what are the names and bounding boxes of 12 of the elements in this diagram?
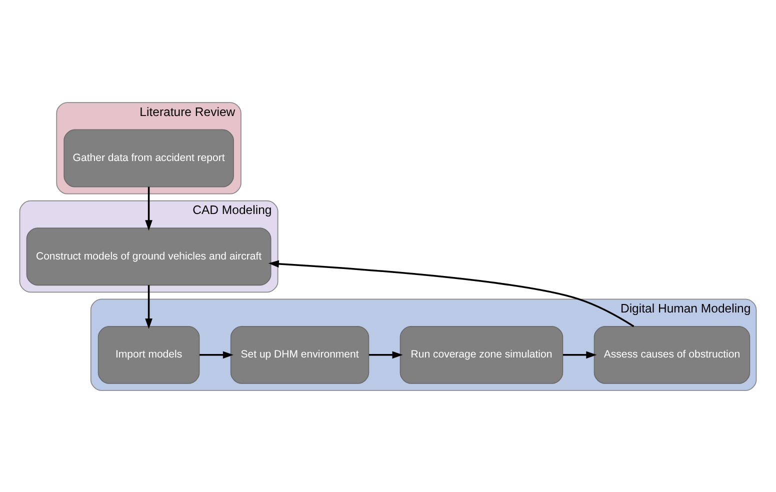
- node-box: Assess causes of obstruction: [594, 325, 750, 384]
- node-box: Import models: [98, 325, 200, 384]
- arrow: [200, 350, 234, 358]
- arrow: [268, 260, 634, 327]
- node-box: Construct models of ground vehicles and aircraft: [26, 227, 272, 286]
- node-box: Run coverage zone simulation: [400, 325, 564, 384]
- node-box: Gather data from accident report: [64, 128, 234, 187]
- arrow: [562, 350, 597, 358]
- arrow: [145, 284, 152, 329]
- arrow: [368, 350, 403, 358]
- node-box: Set up DHM environment: [230, 325, 370, 384]
- arrow: [145, 186, 152, 230]
